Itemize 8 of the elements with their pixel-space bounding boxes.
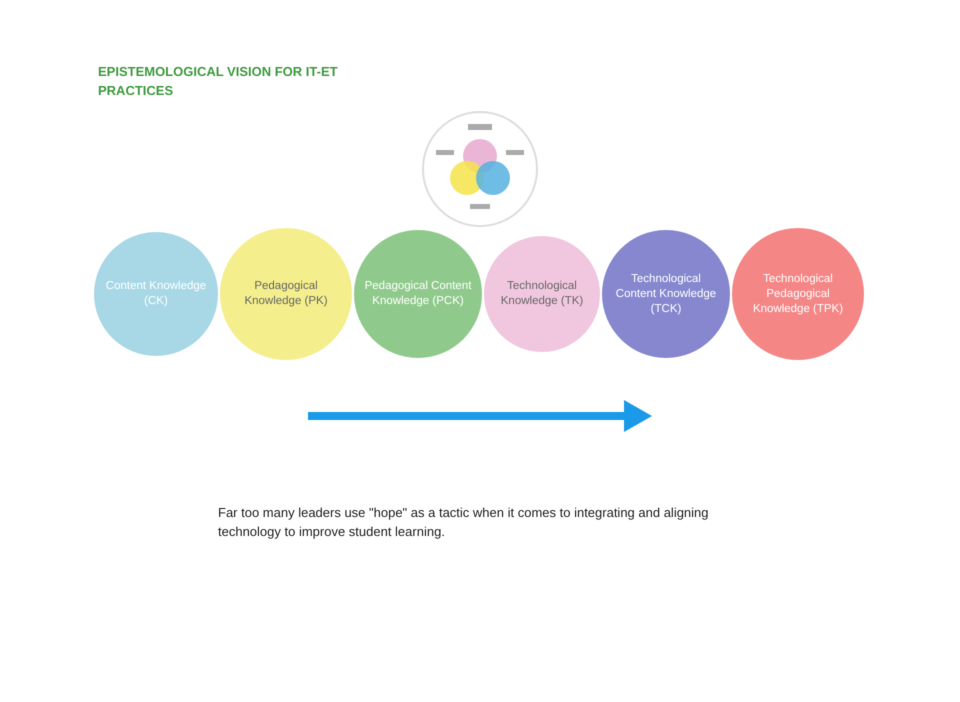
circle-label: Content Knowledge (CK) bbox=[104, 279, 208, 309]
circle-label: Technological Content Knowledge (TCK) bbox=[614, 272, 718, 316]
circle-label: Pedagogical Knowledge (PK) bbox=[243, 279, 329, 309]
circle-label: Technological Pedagogical Knowledge (TPK) bbox=[752, 272, 844, 316]
circle-label: Pedagogical Content Knowledge (PCK) bbox=[364, 279, 472, 309]
slide-title: EPISTEMOLOGICAL VISION FOR IT-ET PRACTICES bbox=[98, 63, 339, 100]
circle-label: Technological Knowledge (TK) bbox=[500, 279, 584, 309]
quote-text: Far too many leaders use "hope" as a tactic when it comes to integrating and aligning technology to improve student learning. bbox=[218, 504, 710, 541]
